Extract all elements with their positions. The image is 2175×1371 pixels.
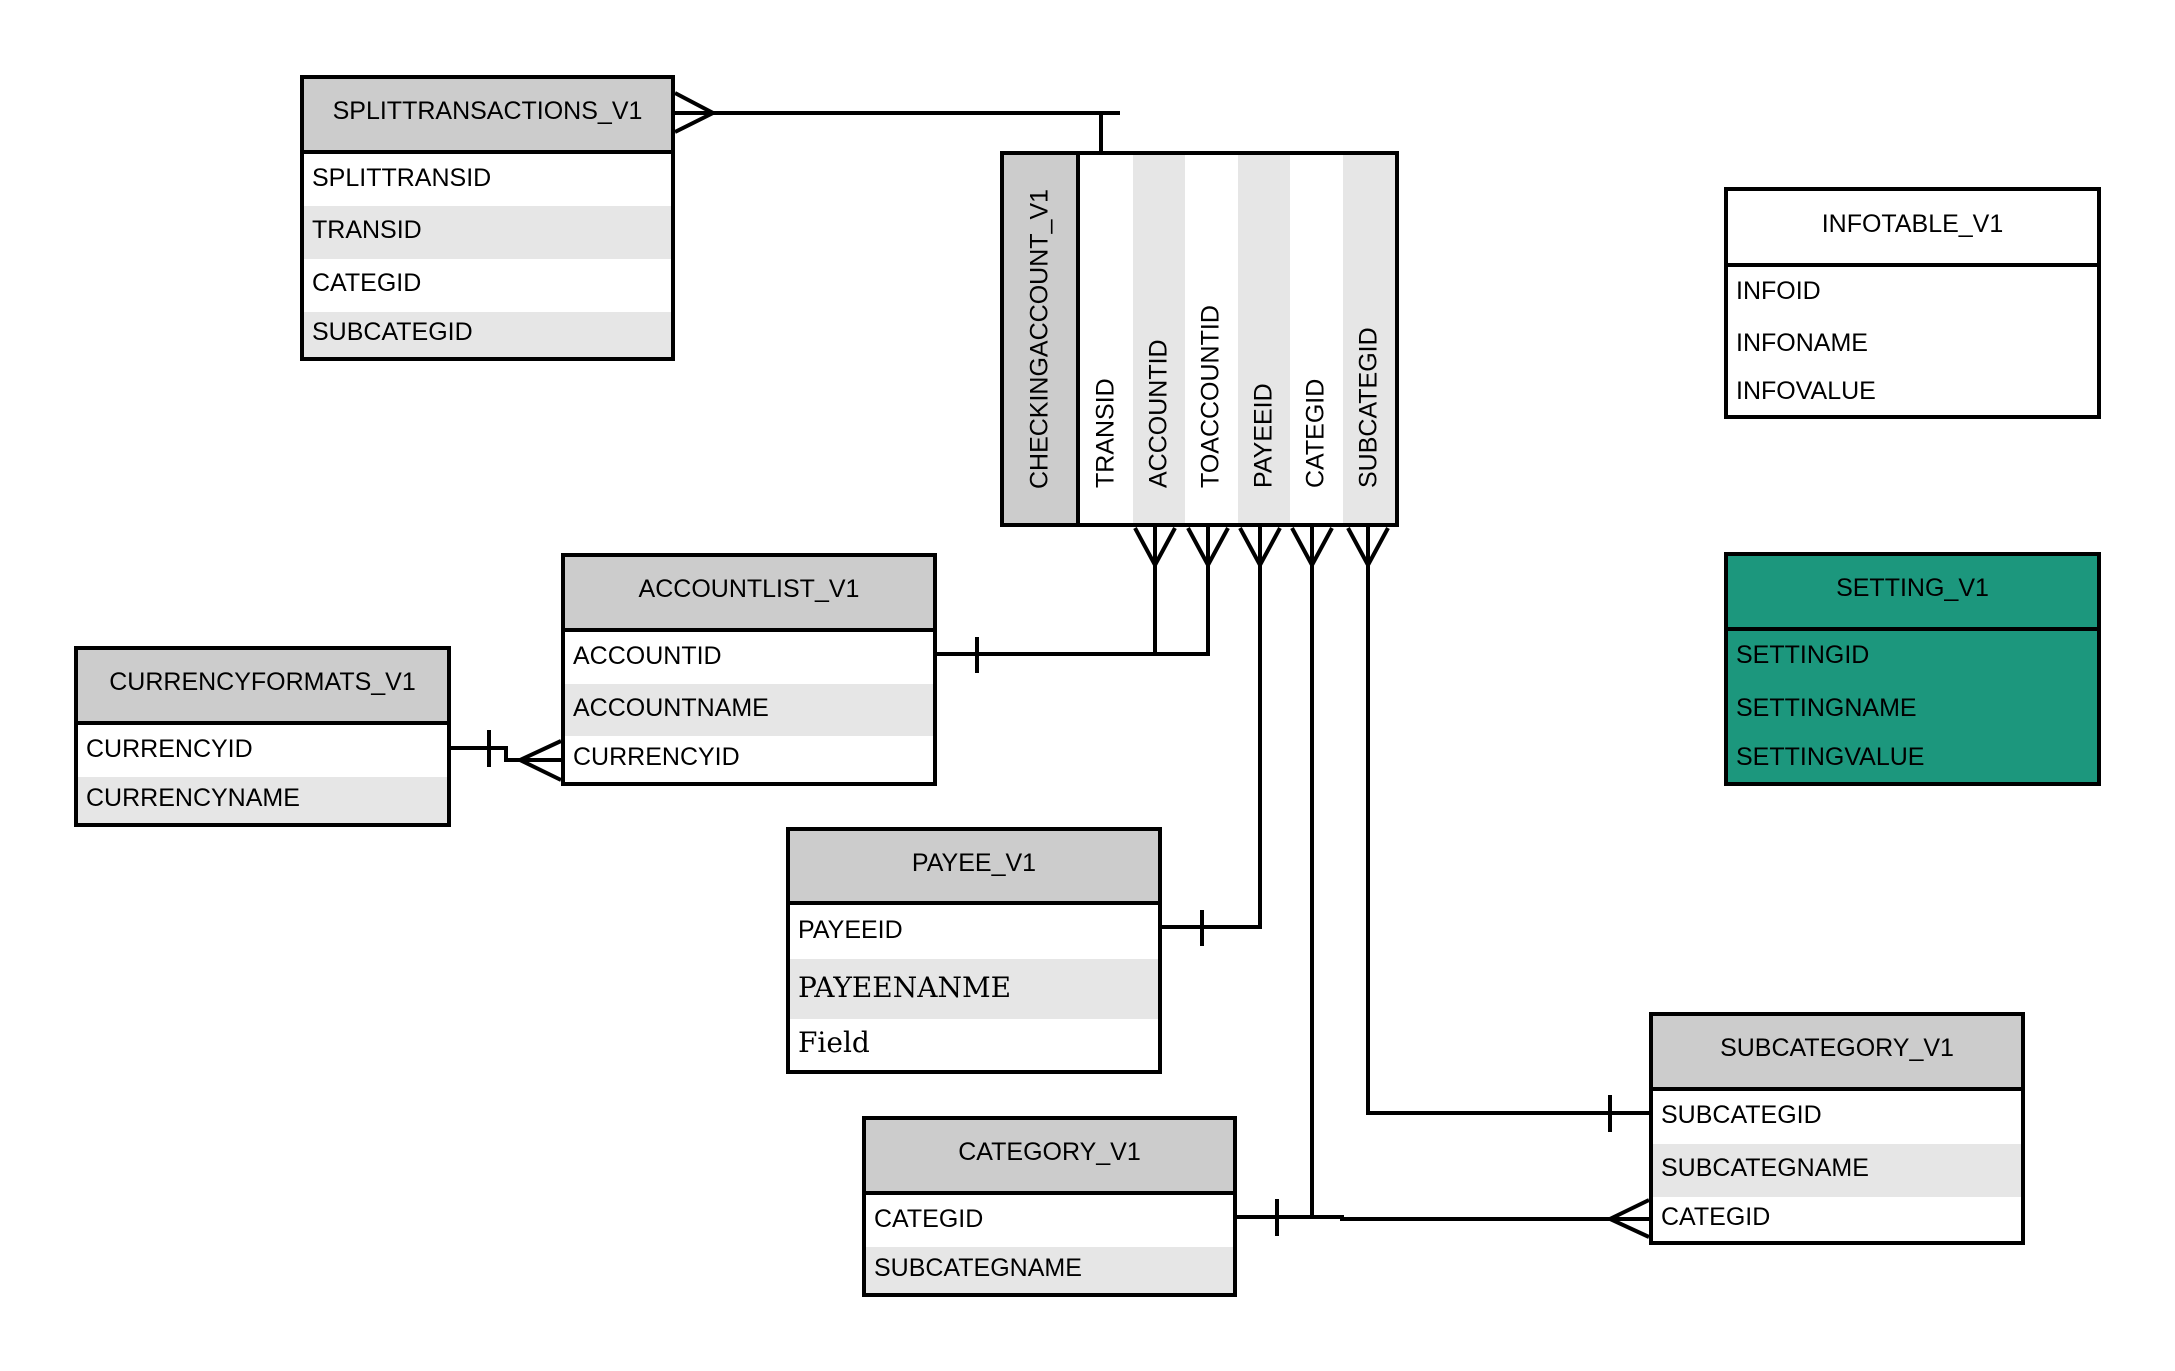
entity-field: Field: [798, 1026, 870, 1059]
crow-foot-many-icon: [1238, 527, 1282, 570]
entity-field: TRANSID: [304, 206, 671, 259]
entity-field: PAYEEID: [1249, 383, 1278, 488]
crow-foot-many-icon: [1133, 527, 1177, 570]
relationship-accountlist-currency[interactable]: [451, 730, 562, 782]
entity-title: CATEGORY_V1: [866, 1120, 1233, 1195]
relationship-checking-payee[interactable]: [1162, 527, 1282, 946]
entity-field: INFONAME: [1736, 329, 1868, 357]
entity-field: INFOID: [1736, 276, 1821, 305]
relationship-split-checking[interactable]: [674, 91, 1120, 151]
crow-foot-many-icon: [1186, 527, 1230, 570]
entity-field-column: PAYEEID: [1237, 155, 1290, 523]
entity-field: CATEGID: [1661, 1202, 1771, 1231]
entity-field: SUBCATEGNAME: [866, 1247, 1233, 1293]
connector-line: [451, 746, 561, 762]
entity-field: TOACCOUNTID: [1196, 305, 1225, 488]
entity-title: SETTING_V1: [1728, 556, 2097, 631]
entity-field: CATEGID: [874, 1204, 984, 1233]
entity-field: SPLITTRANSID: [312, 163, 492, 192]
entity-field: PAYEEID: [798, 915, 903, 944]
entity-field-column: CATEGID: [1290, 155, 1343, 523]
entity-title: INFOTABLE_V1: [1728, 191, 2097, 267]
crow-foot-many-icon: [1605, 1198, 1650, 1239]
entity-field: CURRENCYID: [86, 734, 253, 763]
entity-field-column: TOACCOUNTID: [1185, 155, 1238, 523]
entity-field: CURRENCYID: [573, 742, 740, 771]
entity-title: ACCOUNTLIST_V1: [565, 557, 933, 632]
entity-field: CURRENCYNAME: [78, 777, 447, 823]
entity-field: TRANSID: [1091, 378, 1120, 488]
entity-field: SUBCATEGNAME: [1653, 1144, 2021, 1197]
relationship-checking-category[interactable]: [1237, 527, 1650, 1239]
entity-setting[interactable]: SETTING_V1 SETTINGID SETTINGNAME SETTING…: [1724, 552, 2101, 786]
entity-title: CURRENCYFORMATS_V1: [78, 650, 447, 725]
entity-infotable[interactable]: INFOTABLE_V1 INFOID INFONAME INFOVALUE: [1724, 187, 2101, 419]
crow-foot-many-icon: [674, 91, 718, 134]
connector-line: [1162, 527, 1262, 929]
relationship-checking-subcategory[interactable]: [1346, 527, 1649, 1132]
crow-foot-many-icon: [1346, 527, 1390, 570]
entity-splittransactions[interactable]: SPLITTRANSACTIONS_V1 SPLITTRANSID TRANSI…: [300, 75, 675, 361]
connector-line: [1237, 1215, 1649, 1221]
entity-field: ACCOUNTID: [573, 641, 722, 670]
crow-foot-many-icon: [515, 739, 562, 782]
entity-field: CATEGID: [312, 269, 422, 297]
entity-field: SUBCATEGID: [304, 312, 671, 357]
entity-field: SETTINGVALUE: [1728, 737, 2097, 782]
entity-field: CATEGID: [1301, 378, 1330, 488]
entity-field: SETTINGID: [1728, 631, 2097, 684]
entity-category[interactable]: CATEGORY_V1 CATEGID SUBCATEGNAME: [862, 1116, 1237, 1297]
entity-title: SPLITTRANSACTIONS_V1: [304, 79, 671, 154]
entity-field: ACCOUNTID: [1144, 339, 1173, 488]
entity-field: SUBCATEGID: [1354, 327, 1383, 488]
entity-title: CHECKINGACCOUNT_V1: [1025, 188, 1054, 490]
entity-field: SUBCATEGID: [1661, 1101, 1822, 1129]
entity-field-column: SUBCATEGID: [1342, 155, 1395, 523]
entity-title-cell: CHECKINGACCOUNT_V1: [1004, 155, 1080, 523]
entity-field: SETTINGNAME: [1728, 684, 2097, 737]
entity-field: ACCOUNTNAME: [565, 684, 933, 736]
entity-field-column: TRANSID: [1080, 155, 1133, 523]
entity-field: PAYEENANME: [790, 959, 1158, 1019]
connector-line: [937, 527, 1210, 656]
entity-accountlist[interactable]: ACCOUNTLIST_V1 ACCOUNTID ACCOUNTNAME CUR…: [561, 553, 937, 786]
entity-field: INFOVALUE: [1736, 377, 1876, 405]
entity-currencyformats[interactable]: CURRENCYFORMATS_V1 CURRENCYID CURRENCYNA…: [74, 646, 451, 827]
entity-payee[interactable]: PAYEE_V1 PAYEEID PAYEENANME Field: [786, 827, 1162, 1074]
entity-checkingaccount[interactable]: CHECKINGACCOUNT_V1 TRANSID ACCOUNTID TOA…: [1000, 151, 1399, 527]
entity-title: PAYEE_V1: [790, 831, 1158, 905]
relationship-checking-accountlist[interactable]: [937, 527, 1230, 673]
entity-subcategory[interactable]: SUBCATEGORY_V1 SUBCATEGID SUBCATEGNAME C…: [1649, 1012, 2025, 1245]
crow-foot-many-icon: [1290, 527, 1334, 570]
entity-title: SUBCATEGORY_V1: [1653, 1016, 2021, 1091]
connector-line: [1366, 527, 1649, 1115]
entity-field-column: ACCOUNTID: [1132, 155, 1185, 523]
